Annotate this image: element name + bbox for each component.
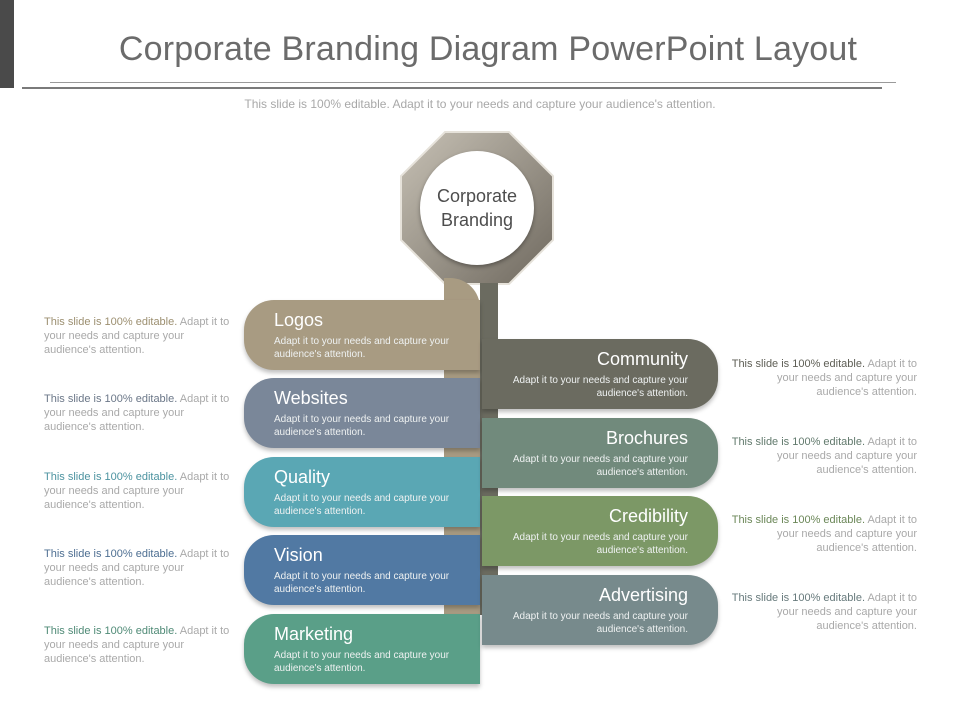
card-title: Quality xyxy=(274,467,331,487)
card-title: Vision xyxy=(274,545,323,565)
note-body: Adapt it to your needs and capture your … xyxy=(776,592,917,632)
card-credibility: Credibility Adapt it to your needs and c… xyxy=(482,496,718,566)
note-body: Adapt it to your needs and capture your … xyxy=(776,436,917,476)
card-description: Adapt it to your needs and capture your … xyxy=(274,650,450,674)
card-description: Adapt it to your needs and capture your … xyxy=(512,532,688,556)
note-brochures: This slide is 100% editable. Adapt it to… xyxy=(731,435,917,477)
card-description: Adapt it to your needs and capture your … xyxy=(274,336,450,360)
note-lead: This slide is 100% editable. xyxy=(44,471,178,483)
hub-label: Corporate Branding xyxy=(427,184,527,232)
note-body: Adapt it to your needs and capture your … xyxy=(776,358,917,398)
card-vision: Vision Adapt it to your needs and captur… xyxy=(244,535,480,605)
note-body: Adapt it to your needs and capture your … xyxy=(776,514,917,554)
card-description: Adapt it to your needs and capture your … xyxy=(274,414,450,438)
card-description: Adapt it to your needs and capture your … xyxy=(274,571,450,595)
hub-node: Corporate Branding xyxy=(400,131,554,285)
hub-circle: Corporate Branding xyxy=(420,151,534,265)
card-title: Credibility xyxy=(608,506,688,526)
card-description: Adapt it to your needs and capture your … xyxy=(512,611,688,635)
note-lead: This slide is 100% editable. xyxy=(44,625,178,637)
slide-subtitle: This slide is 100% editable. Adapt it to… xyxy=(244,97,716,111)
card-marketing: Marketing Adapt it to your needs and cap… xyxy=(244,614,480,684)
card-title: Community xyxy=(596,349,688,369)
note-body: Adapt it to your needs and capture your … xyxy=(44,393,230,433)
slide-title: Corporate Branding Diagram PowerPoint La… xyxy=(118,30,858,68)
card-description: Adapt it to your needs and capture your … xyxy=(512,375,688,399)
card-description: Adapt it to your needs and capture your … xyxy=(274,493,450,517)
note-body: Adapt it to your needs and capture your … xyxy=(44,625,230,665)
note-lead: This slide is 100% editable. xyxy=(731,514,866,526)
note-credibility: This slide is 100% editable. Adapt it to… xyxy=(731,513,917,555)
card-logos: Logos Adapt it to your needs and capture… xyxy=(244,300,480,370)
note-lead: This slide is 100% editable. xyxy=(44,316,178,328)
card-title: Marketing xyxy=(274,624,354,644)
note-body: Adapt it to your needs and capture your … xyxy=(44,471,230,511)
note-lead: This slide is 100% editable. xyxy=(731,358,866,370)
title-divider xyxy=(50,82,896,83)
note-logos: This slide is 100% editable. Adapt it to… xyxy=(44,315,230,357)
card-title: Brochures xyxy=(605,428,688,448)
card-description: Adapt it to your needs and capture your … xyxy=(512,454,688,478)
card-community: Community Adapt it to your needs and cap… xyxy=(482,339,718,409)
hub-label-line-2: Branding xyxy=(440,210,514,230)
note-websites: This slide is 100% editable. Adapt it to… xyxy=(44,392,230,434)
card-title: Advertising xyxy=(598,585,688,605)
note-vision: This slide is 100% editable. Adapt it to… xyxy=(44,547,230,589)
note-body: Adapt it to your needs and capture your … xyxy=(44,316,230,356)
card-title: Logos xyxy=(274,310,324,330)
hub-label-line-1: Corporate xyxy=(436,186,518,206)
card-title: Websites xyxy=(274,388,348,408)
card-quality: Quality Adapt it to your needs and captu… xyxy=(244,457,480,527)
note-lead: This slide is 100% editable. xyxy=(44,393,178,405)
note-lead: This slide is 100% editable. xyxy=(731,436,866,448)
title-underline xyxy=(22,87,882,89)
accent-bar xyxy=(0,0,14,88)
card-brochures: Brochures Adapt it to your needs and cap… xyxy=(482,418,718,488)
note-marketing: This slide is 100% editable. Adapt it to… xyxy=(44,624,230,666)
note-body: Adapt it to your needs and capture your … xyxy=(44,548,230,588)
note-lead: This slide is 100% editable. xyxy=(731,592,866,604)
note-quality: This slide is 100% editable. Adapt it to… xyxy=(44,470,230,512)
card-websites: Websites Adapt it to your needs and capt… xyxy=(244,378,480,448)
card-advertising: Advertising Adapt it to your needs and c… xyxy=(482,575,718,645)
note-community: This slide is 100% editable. Adapt it to… xyxy=(731,357,917,399)
note-advertising: This slide is 100% editable. Adapt it to… xyxy=(731,591,917,633)
note-lead: This slide is 100% editable. xyxy=(44,548,178,560)
